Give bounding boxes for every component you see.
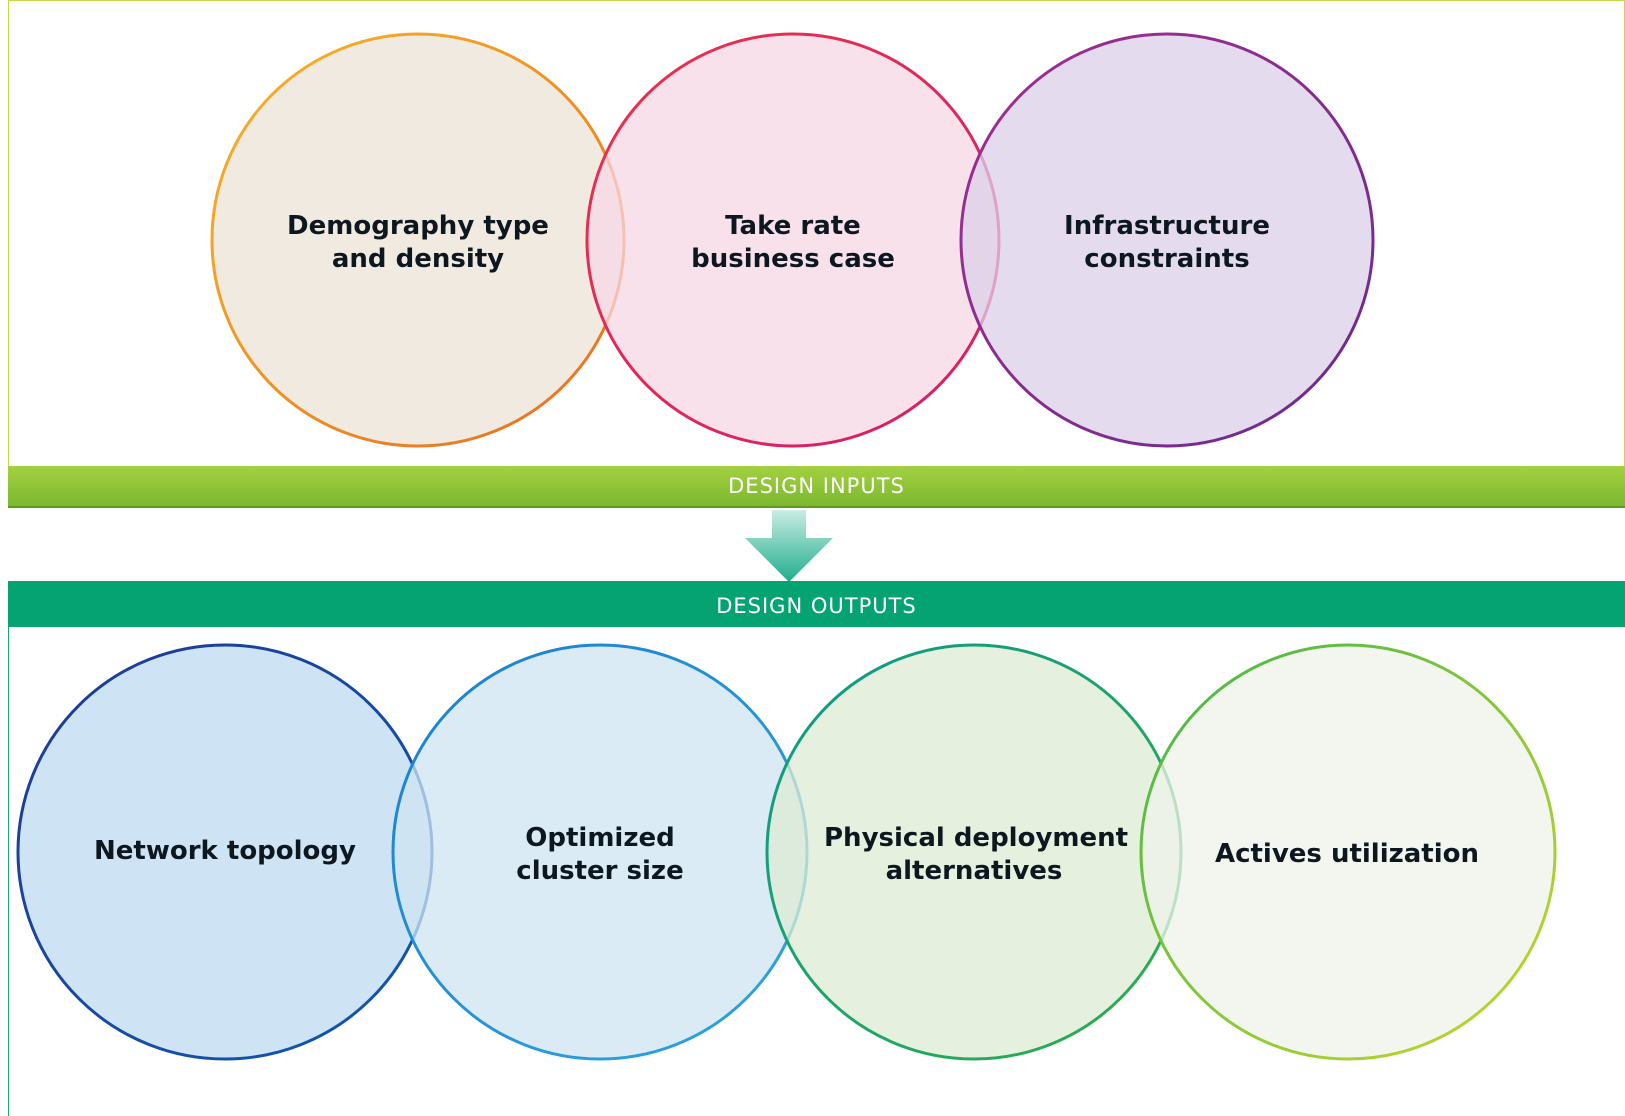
cluster-size-label: Optimized cluster size xyxy=(516,823,684,886)
design-outputs-band: DESIGN OUTPUTS xyxy=(8,581,1625,627)
take-rate-label: Take rate business case xyxy=(691,211,895,274)
design-inputs-band: DESIGN INPUTS xyxy=(8,466,1625,508)
actives-utilization-label: Actives utilization xyxy=(1214,839,1480,869)
down-arrow-icon xyxy=(745,510,833,582)
physical-deployment-label: Physical deployment alternatives xyxy=(824,823,1129,886)
infrastructure-circle xyxy=(959,32,1375,448)
actives-utilization-circle xyxy=(1139,643,1557,1061)
demography-label: Demography type and density xyxy=(287,211,549,274)
infrastructure-label: Infrastructure constraints xyxy=(1064,211,1270,274)
network-topology-label: Network topology xyxy=(94,836,356,866)
design-outputs-panel xyxy=(8,627,1625,1116)
